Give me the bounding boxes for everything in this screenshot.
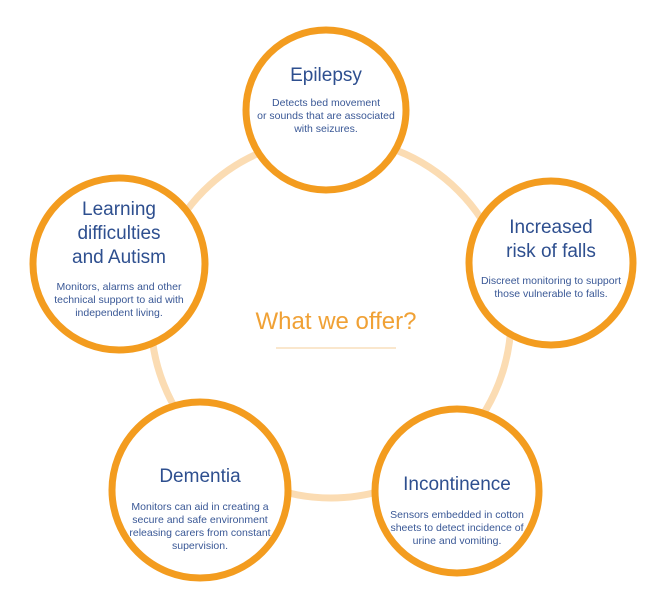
node-description-line: secure and safe environment xyxy=(132,514,267,526)
node-circle xyxy=(242,26,410,194)
node-description-line: or sounds that are associated xyxy=(257,110,395,122)
node-description-line: Monitors, alarms and other xyxy=(57,281,182,293)
node-title-line: Incontinence xyxy=(403,474,511,495)
node-learning: Learning difficulties and AutismMonitors, … xyxy=(29,174,209,354)
node-description-line: independent living. xyxy=(75,307,163,319)
node-description-line: with seizures. xyxy=(293,123,358,135)
node-title: Increased risk of falls xyxy=(506,217,596,262)
node-description-line: Detects bed movement xyxy=(272,97,380,109)
node-title: Dementia xyxy=(159,466,241,487)
node-description-line: those vulnerable to falls. xyxy=(494,288,607,300)
node-description-line: supervision. xyxy=(172,540,228,552)
node-title: Epilepsy xyxy=(290,65,362,86)
node-description-line: technical support to aid with xyxy=(54,294,184,306)
node-title-line: risk of falls xyxy=(506,241,596,262)
node-circle xyxy=(371,405,543,577)
node-title: Learning difficulties and Autism xyxy=(72,199,166,268)
node-description-line: Discreet monitoring to support xyxy=(481,275,621,287)
node-title-line: Epilepsy xyxy=(290,65,362,86)
node-title-line: and Autism xyxy=(72,247,166,268)
node-title-line: Dementia xyxy=(159,466,241,487)
node-title-line: difficulties xyxy=(77,223,160,244)
node-circle xyxy=(108,398,292,582)
node-circle xyxy=(29,174,209,354)
node-title-line: Learning xyxy=(82,199,156,220)
node-description-line: urine and vomiting. xyxy=(413,535,502,547)
node-description-line: Sensors embedded in cotton xyxy=(390,509,524,521)
node-description-line: sheets to detect incidence of xyxy=(390,522,523,534)
node-circle xyxy=(465,177,637,349)
node-title-line: Increased xyxy=(509,217,592,238)
node-title: Incontinence xyxy=(403,474,511,495)
node-description-line: releasing carers from constant xyxy=(129,527,270,539)
node-description-line: Monitors can aid in creating a xyxy=(131,501,268,513)
center-title: What we offer? xyxy=(256,308,417,335)
